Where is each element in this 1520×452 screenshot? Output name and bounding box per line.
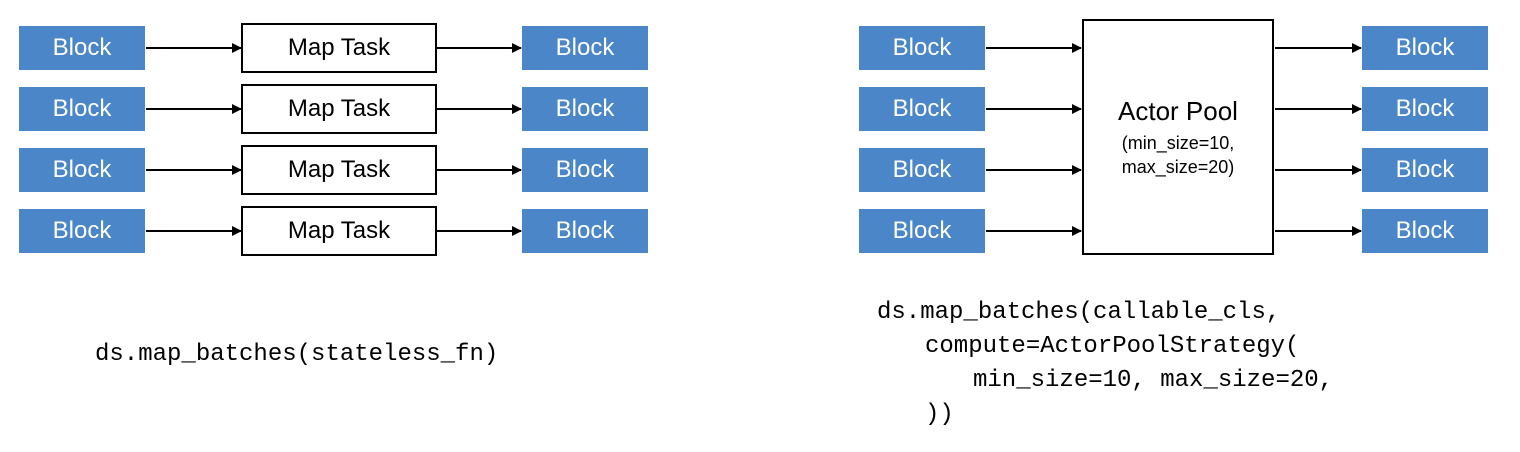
left-code-caption: ds.map_batches(stateless_fn) — [95, 341, 499, 368]
right-code-line-1: ds.map_batches(callable_cls, — [877, 299, 1281, 326]
left-output-block-4: Block — [522, 209, 648, 253]
right-input-block-1: Block — [859, 26, 985, 70]
left-output-block-1: Block — [522, 26, 648, 70]
right-code-line-2: compute=ActorPoolStrategy( — [925, 333, 1300, 360]
right-input-block-3: Block — [859, 148, 985, 192]
left-input-block-1: Block — [19, 26, 145, 70]
right-code-line-4: )) — [925, 401, 954, 428]
actor-pool-box: Actor Pool (min_size=10, max_size=20) — [1082, 19, 1274, 255]
right-input-block-2: Block — [859, 87, 985, 131]
right-output-block-3: Block — [1362, 148, 1488, 192]
map-task-1: Map Task — [241, 23, 437, 73]
left-input-block-3: Block — [19, 148, 145, 192]
left-input-block-2: Block — [19, 87, 145, 131]
right-output-block-1: Block — [1362, 26, 1488, 70]
right-output-block-4: Block — [1362, 209, 1488, 253]
right-input-block-4: Block — [859, 209, 985, 253]
actor-pool-min-size: (min_size=10, — [1121, 132, 1235, 153]
left-input-block-4: Block — [19, 209, 145, 253]
left-output-block-2: Block — [522, 87, 648, 131]
map-task-4: Map Task — [241, 206, 437, 256]
map-task-3: Map Task — [241, 145, 437, 195]
right-output-block-2: Block — [1362, 87, 1488, 131]
actor-pool-max-size: max_size=20) — [1121, 156, 1235, 177]
map-task-2: Map Task — [241, 84, 437, 134]
actor-pool-title: Actor Pool — [1118, 95, 1238, 126]
right-code-line-3: min_size=10, max_size=20, — [973, 367, 1334, 394]
left-output-block-3: Block — [522, 148, 648, 192]
